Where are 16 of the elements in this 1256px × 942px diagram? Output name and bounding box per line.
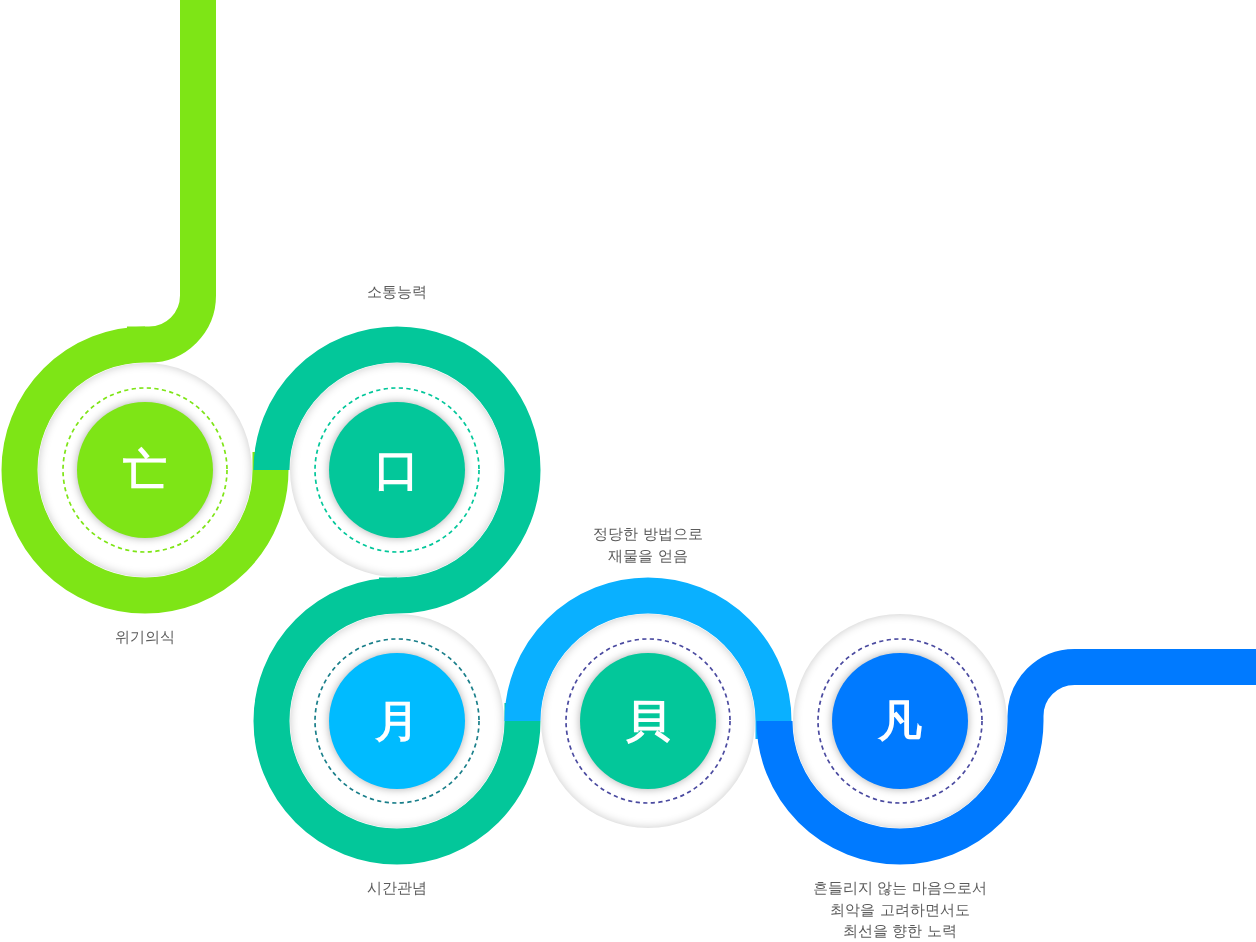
band-connector bbox=[756, 649, 1256, 865]
node-caption: 위기의식 bbox=[115, 627, 175, 648]
character-disc: 亡 bbox=[77, 402, 213, 538]
band-connector bbox=[127, 0, 216, 363]
node-caption: 정당한 방법으로 재물을 얻음 bbox=[593, 524, 703, 567]
node-caption: 흔들리지 않는 마음으로서 최악을 고려하면서도 최선을 향한 노력 bbox=[812, 878, 988, 942]
character-disc: 月 bbox=[329, 653, 465, 789]
band-connector bbox=[504, 577, 793, 739]
character-disc: 凡 bbox=[832, 653, 968, 789]
node-caption: 시간관념 bbox=[367, 878, 427, 899]
band-connector bbox=[253, 326, 541, 614]
band-connector bbox=[1, 326, 290, 614]
band-connector bbox=[253, 577, 541, 865]
character-disc: 口 bbox=[329, 402, 465, 538]
character-disc: 貝 bbox=[580, 653, 716, 789]
caption-text: 소통능력 bbox=[367, 282, 427, 303]
